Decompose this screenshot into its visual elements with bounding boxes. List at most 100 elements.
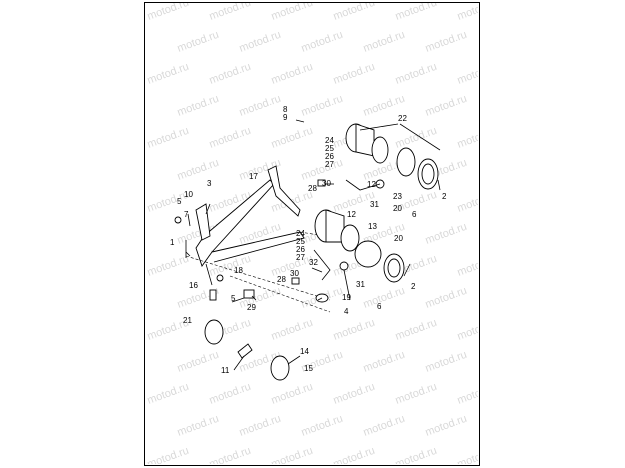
callout-29: 29	[247, 303, 256, 312]
upper-ring-12	[371, 136, 389, 164]
callout-19: 19	[342, 293, 351, 302]
watermark-text: motod.ru	[176, 349, 221, 375]
callout-20a: 20	[393, 204, 402, 213]
callout-12b: 12	[347, 210, 356, 219]
lower-headlight-housing	[314, 209, 345, 243]
watermark-text: motod.ru	[176, 29, 221, 55]
callout-11: 11	[221, 366, 230, 375]
part-callouts: 8 9 22 24 25 26 27 17 30 12 28 3 10 23 5…	[170, 105, 447, 375]
callout-14: 14	[300, 347, 309, 356]
callout-22: 22	[398, 114, 407, 123]
watermark-text: motod.ru	[270, 0, 315, 23]
mount-16	[209, 289, 217, 301]
watermark-text: motod.ru	[394, 381, 439, 407]
watermark-text: motod.ru	[486, 29, 531, 55]
watermark-text: motod.ru	[456, 253, 501, 279]
watermark-text: motod.ru	[146, 0, 191, 23]
watermark-text: motod.ru	[456, 125, 501, 151]
callout-2b: 2	[411, 282, 416, 291]
callout-15: 15	[304, 364, 313, 373]
watermark-text: motod.ru	[300, 93, 345, 119]
upper-rim-inner	[421, 163, 435, 185]
watermark-text: motod.ru	[270, 381, 315, 407]
watermark-text: motod.ru	[424, 221, 469, 247]
watermark-text: motod.ru	[394, 125, 439, 151]
callout-25a: 25	[325, 144, 334, 153]
wire-32	[313, 249, 331, 281]
callout-1: 1	[170, 238, 175, 247]
callout-17: 17	[249, 172, 258, 181]
watermark-text: motod.ru	[486, 157, 531, 183]
watermark-text: motod.ru	[332, 61, 377, 87]
watermark-text: motod.ru	[332, 445, 377, 468]
watermark-text: motod.ru	[176, 413, 221, 439]
callout-16: 16	[189, 281, 198, 290]
watermark-text: motod.ru	[176, 157, 221, 183]
headlight-bracket	[195, 165, 305, 286]
watermark-text: motod.ru	[300, 413, 345, 439]
callout-27b: 27	[296, 253, 305, 262]
watermark-text: motod.ru	[424, 285, 469, 311]
watermark-text: motod.ru	[270, 317, 315, 343]
callout-26a: 26	[325, 152, 334, 161]
watermark-text: motod.ru	[456, 61, 501, 87]
callout-10: 10	[184, 190, 193, 199]
screw-2a	[437, 179, 441, 191]
callout-5b: 5	[231, 294, 236, 303]
watermark-text: motod.ru	[486, 413, 531, 439]
watermark-text: motod.ru	[146, 381, 191, 407]
callout-4: 4	[344, 307, 349, 316]
watermark-text: motod.ru	[486, 349, 531, 375]
watermark-text: motod.ru	[394, 445, 439, 468]
lower-ring-12	[340, 224, 360, 252]
watermark-text: motod.ru	[362, 349, 407, 375]
assembly-line-lower	[185, 255, 331, 301]
watermark-text: motod.ru	[208, 125, 253, 151]
watermark-text: motod.ru	[486, 285, 531, 311]
watermark-text: motod.ru	[486, 93, 531, 119]
callout-31b: 31	[356, 280, 365, 289]
bracket-11	[237, 343, 253, 359]
lamp-21	[204, 319, 224, 345]
callout-18: 18	[234, 266, 243, 275]
watermark-text: motod.ru	[456, 381, 501, 407]
connector-28b	[291, 277, 300, 285]
watermark-text: motod.ru	[424, 413, 469, 439]
leader-lines	[185, 123, 441, 371]
watermark-text: motod.ru	[270, 61, 315, 87]
nut-18	[216, 274, 224, 282]
watermark-text: motod.ru	[238, 29, 283, 55]
watermark-text: motod.ru	[208, 0, 253, 23]
callout-28b: 28	[277, 275, 286, 284]
callout-6a: 6	[412, 210, 417, 219]
wire-30	[345, 179, 381, 191]
watermark-text: motod.ru	[146, 125, 191, 151]
switch-29	[243, 289, 255, 299]
lower-lens-13	[354, 240, 382, 268]
watermark-text: motod.ru	[456, 189, 501, 215]
watermark-text: motod.ru	[300, 29, 345, 55]
watermark-text: motod.ru	[146, 61, 191, 87]
connector-28a	[317, 179, 326, 187]
callout-32: 32	[309, 258, 318, 267]
watermark-text: motod.ru	[456, 317, 501, 343]
callout-5: 5	[177, 197, 182, 206]
callout-6b: 6	[377, 302, 382, 311]
watermark-text: motod.ru	[362, 285, 407, 311]
bolt-3	[205, 203, 211, 215]
watermark-text: motod.ru	[238, 413, 283, 439]
callout-9: 9	[283, 113, 288, 122]
callout-23: 23	[393, 192, 402, 201]
callout-24b: 24	[296, 229, 305, 238]
callout-13: 13	[368, 222, 377, 231]
callout-27a: 27	[325, 160, 334, 169]
watermark-text: motod.ru	[238, 93, 283, 119]
watermark-text: motod.ru	[270, 445, 315, 468]
watermark-text: motod.ru	[394, 61, 439, 87]
watermark-text: motod.ru	[332, 381, 377, 407]
watermark-text: motod.ru	[176, 93, 221, 119]
callout-21: 21	[183, 316, 192, 325]
watermark-text: motod.ru	[424, 29, 469, 55]
assembly-line-4	[229, 275, 331, 313]
callout-20b: 20	[394, 234, 403, 243]
